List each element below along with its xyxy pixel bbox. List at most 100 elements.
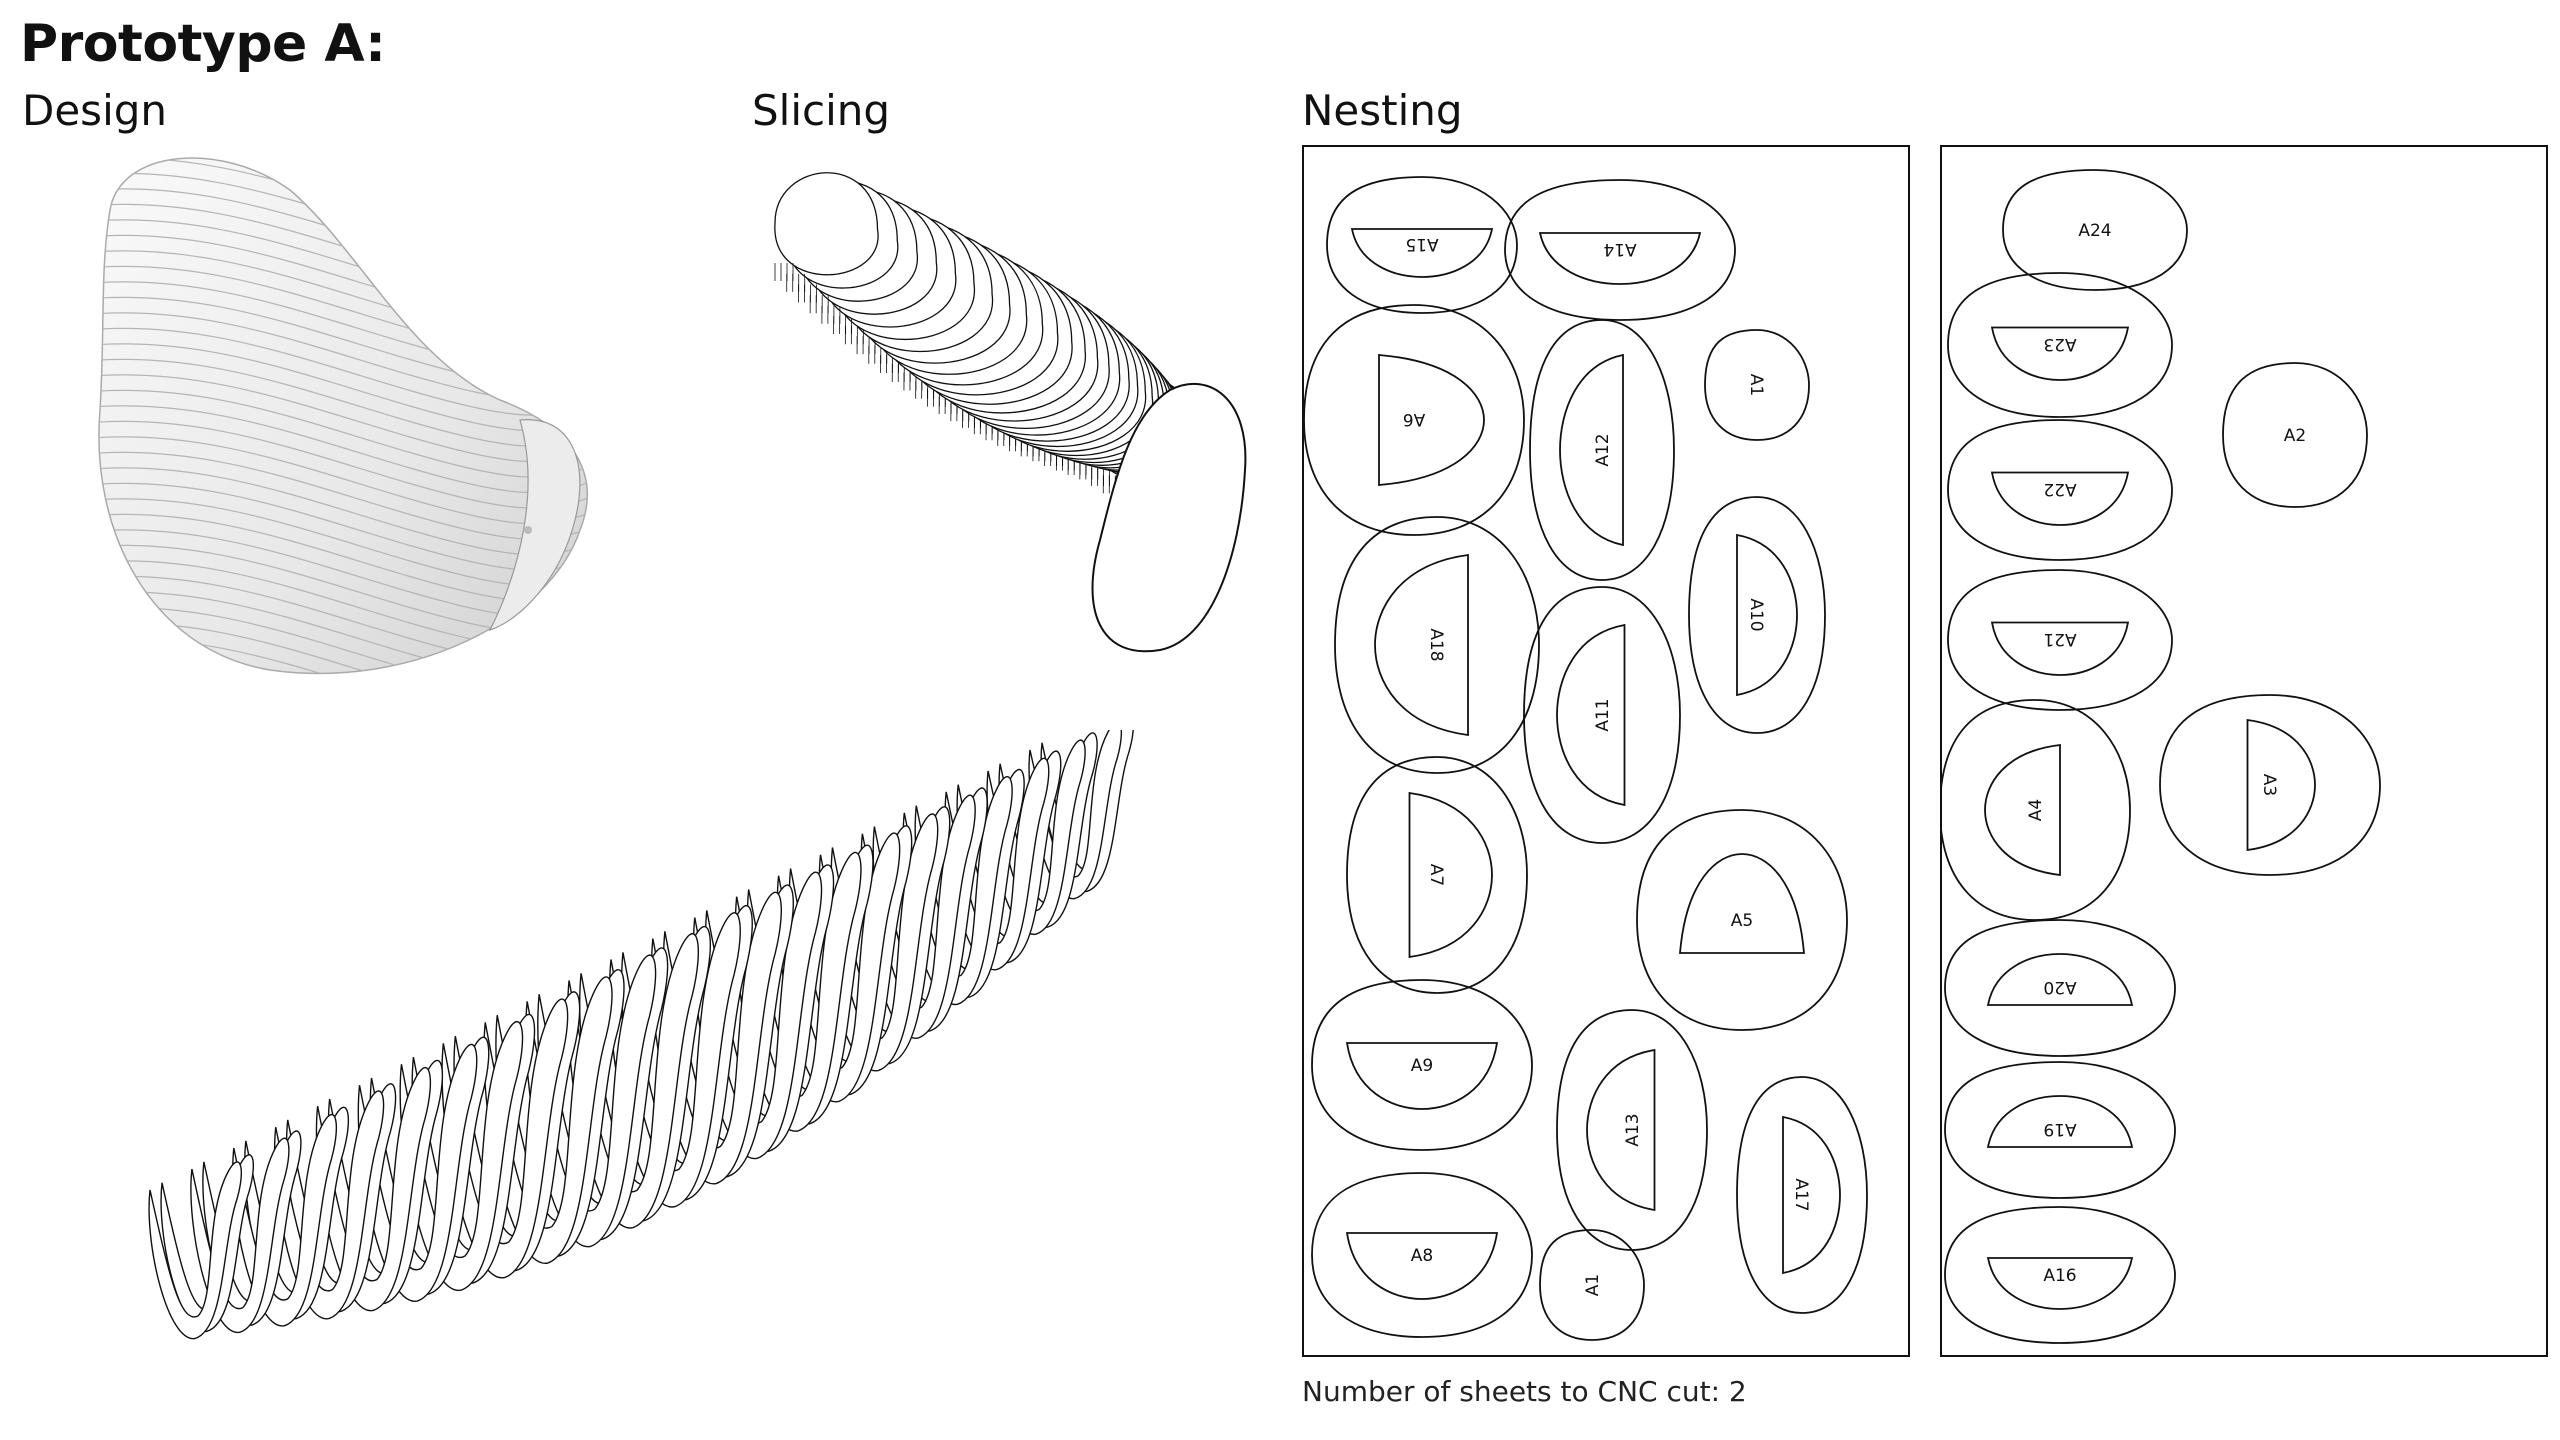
part-outer-outline xyxy=(1947,419,2173,561)
sheet-1-part: A18 xyxy=(1334,516,1540,774)
part-outer-outline xyxy=(1529,319,1675,581)
slicing-heading: Slicing xyxy=(752,86,891,135)
sheet-2-part: A2 xyxy=(2222,362,2368,508)
sheet-1-part: A11 xyxy=(1523,586,1681,844)
sheet-2-part: A24 xyxy=(2002,169,2188,291)
part-label: A4 xyxy=(2026,799,2046,821)
part-label: A7 xyxy=(1426,864,1446,886)
sheet-1-part: A14 xyxy=(1504,179,1736,321)
part-outer-outline xyxy=(1944,919,2176,1057)
part-label: A12 xyxy=(1593,433,1613,466)
sheet-1-part: A12 xyxy=(1529,319,1675,581)
part-outer-outline xyxy=(1311,1172,1533,1338)
sheet-1-part: A9 xyxy=(1311,979,1533,1151)
sheet-1-part: A5 xyxy=(1636,809,1848,1031)
part-inner-cut xyxy=(1679,853,1805,954)
part-label: A23 xyxy=(2043,334,2076,354)
part-label: A16 xyxy=(2043,1266,2076,1286)
part-inner-cut xyxy=(1782,1115,1841,1275)
part-inner-cut xyxy=(1736,533,1798,697)
sheet-1-part: A15 xyxy=(1326,176,1518,314)
sheet-1-part: A1 xyxy=(1539,1229,1645,1341)
part-label: A9 xyxy=(1411,1056,1433,1076)
part-inner-cut xyxy=(1986,1257,2134,1310)
exploded-ribs-render xyxy=(148,730,1134,1340)
sheet-1-part: A8 xyxy=(1311,1172,1533,1338)
slicing-end-face xyxy=(1091,383,1247,653)
part-outer-outline xyxy=(1334,516,1540,774)
part-label: A13 xyxy=(1623,1113,1643,1146)
part-inner-cut xyxy=(1374,553,1469,737)
sheet-1-part: A17 xyxy=(1736,1076,1868,1314)
sheet-1-part: A7 xyxy=(1346,756,1528,994)
part-label: A6 xyxy=(1403,409,1425,429)
part-label: A8 xyxy=(1411,1246,1433,1266)
part-outer-outline xyxy=(1940,699,2131,921)
design-contour-line xyxy=(98,606,588,674)
part-outer-outline xyxy=(2159,694,2381,876)
design-chair-dot xyxy=(524,526,532,534)
part-outer-outline xyxy=(1311,979,1533,1151)
sheet-1-part: A10 xyxy=(1688,496,1826,734)
part-inner-cut xyxy=(1984,743,2061,877)
part-label: A19 xyxy=(2043,1119,2076,1139)
sheet-2-part: A16 xyxy=(1944,1206,2176,1344)
part-outer-outline xyxy=(1688,496,1826,734)
part-label: A17 xyxy=(1791,1178,1811,1211)
part-outer-outline xyxy=(1303,304,1525,536)
design-contour-line xyxy=(98,622,588,674)
exploded-rib-front xyxy=(148,1161,243,1340)
part-inner-cut xyxy=(1990,326,2130,381)
sheet-2-border xyxy=(1940,145,2548,1357)
part-label: A24 xyxy=(2078,221,2111,241)
sheet-1-part: A13 xyxy=(1556,1009,1708,1251)
part-inner-cut xyxy=(2246,718,2316,852)
part-inner-cut xyxy=(1345,1042,1499,1110)
part-outer-outline xyxy=(1704,329,1810,441)
sheet-2-part: A23 xyxy=(1947,272,2173,418)
part-inner-cut xyxy=(1986,953,2134,1006)
part-outer-outline xyxy=(2002,169,2188,291)
part-inner-cut xyxy=(1990,621,2130,676)
part-label: A11 xyxy=(1593,698,1613,731)
part-label: A3 xyxy=(2259,774,2279,796)
part-outer-outline xyxy=(1504,179,1736,321)
part-outer-outline xyxy=(1346,756,1528,994)
part-outer-outline xyxy=(2222,362,2368,508)
page-title: Prototype A: xyxy=(20,14,386,74)
part-inner-cut xyxy=(1559,353,1624,547)
part-label: A22 xyxy=(2043,479,2076,499)
part-outer-outline xyxy=(1636,809,1848,1031)
part-outer-outline xyxy=(1326,176,1518,314)
part-outer-outline xyxy=(1539,1229,1645,1341)
part-label: A21 xyxy=(2043,629,2076,649)
sheet-2-part: A21 xyxy=(1947,569,2173,711)
part-inner-cut xyxy=(1586,1048,1656,1212)
design-heading: Design xyxy=(22,86,168,135)
part-inner-cut xyxy=(1538,232,1702,285)
part-outer-outline xyxy=(1947,272,2173,418)
slicing-rib xyxy=(774,172,879,276)
sheet-2-part: A3 xyxy=(2159,694,2381,876)
part-inner-cut xyxy=(1556,623,1626,807)
sheet-2-part: A22 xyxy=(1947,419,2173,561)
sheet-2-part: A19 xyxy=(1944,1061,2176,1199)
part-outer-outline xyxy=(1556,1009,1708,1251)
sheet-2-part: A20 xyxy=(1944,919,2176,1057)
part-inner-cut xyxy=(1408,791,1493,959)
part-label: A1 xyxy=(1583,1274,1603,1296)
sheet-count-caption: Number of sheets to CNC cut: 2 xyxy=(1302,1375,1747,1408)
part-label: A18 xyxy=(1426,628,1446,661)
part-inner-cut xyxy=(1378,354,1485,486)
part-label: A15 xyxy=(1405,234,1438,254)
part-outer-outline xyxy=(1736,1076,1868,1314)
sheet-2-part: A4 xyxy=(1940,699,2131,921)
part-outer-outline xyxy=(1523,586,1681,844)
part-outer-outline xyxy=(1944,1061,2176,1199)
part-outer-outline xyxy=(1947,569,2173,711)
sheet-1-part: A6 xyxy=(1303,304,1525,536)
design-render xyxy=(98,157,588,675)
part-label: A5 xyxy=(1731,911,1753,931)
part-inner-cut xyxy=(1986,1095,2134,1148)
